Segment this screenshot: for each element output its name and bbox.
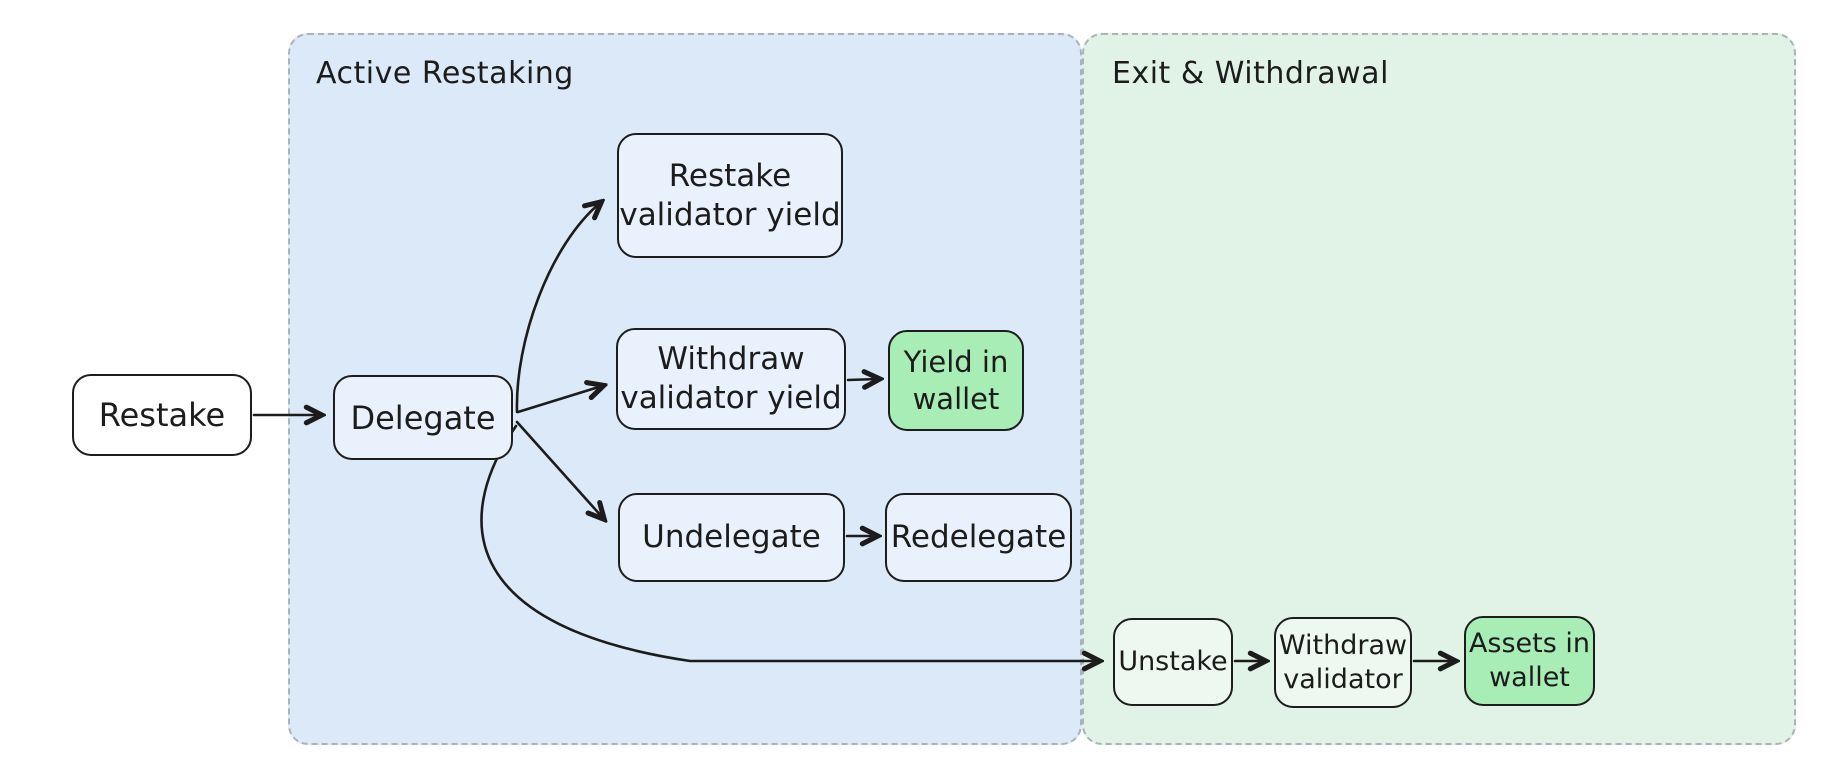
node-undelegate: Undelegate bbox=[618, 493, 845, 582]
node-yield-in-wallet: Yield in wallet bbox=[888, 330, 1024, 431]
section-label-active-restaking: Active Restaking bbox=[316, 56, 574, 91]
node-restake-validator-yield: Restake validator yield bbox=[617, 133, 843, 258]
node-assets-in-wallet: Assets in wallet bbox=[1464, 616, 1595, 706]
node-withdraw-validator: Withdraw validator bbox=[1274, 617, 1412, 708]
node-restake: Restake bbox=[72, 374, 252, 456]
section-label-exit-withdrawal: Exit & Withdrawal bbox=[1112, 56, 1389, 91]
node-redelegate: Redelegate bbox=[885, 493, 1072, 582]
node-unstake: Unstake bbox=[1113, 618, 1233, 706]
node-withdraw-validator-yield: Withdraw validator yield bbox=[616, 328, 846, 430]
node-delegate: Delegate bbox=[333, 375, 513, 460]
